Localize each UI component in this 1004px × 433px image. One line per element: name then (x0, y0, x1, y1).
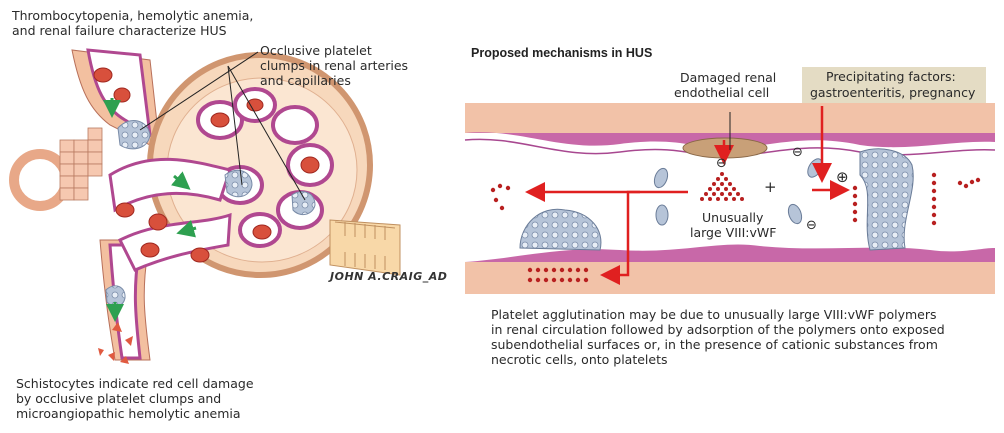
factors-line-2: gastroenteritis, pregnancy (810, 85, 976, 100)
occlusive-label-line-2: clumps in renal arteries (260, 58, 409, 73)
glomerulus-illustration (9, 48, 401, 364)
damaged-label-line-1: Damaged renal (680, 70, 777, 85)
occlusive-label-line-3: and capillaries (260, 73, 351, 88)
tubule-cells (9, 127, 103, 211)
artist-signature: JOHN A.CRAIG_AD (330, 270, 448, 283)
pointer-lines (139, 51, 306, 201)
bottom-caption-line-2: by occlusive platelet clumps and (16, 391, 222, 406)
mechanism-caption-line-4: necrotic cells, onto platelets (491, 352, 668, 367)
proximal-tubule (329, 219, 401, 276)
schistocytes (98, 322, 133, 364)
mechanism-caption-line-2: in renal circulation followed by adsorpt… (491, 322, 945, 337)
vwf-multimers (490, 172, 981, 283)
top-caption-line-1: Thrombocytopenia, hemolytic anemia, (12, 8, 254, 23)
mechanisms-heading: Proposed mechanisms in HUS (471, 46, 653, 60)
damaged-minus-icon: ⊖ (716, 156, 727, 171)
damaged-label-line-2: endothelial cell (674, 85, 770, 100)
bottom-caption-line-3: microangiopathic hemolytic anemia (16, 406, 241, 421)
vessel-platelet-clumps (519, 148, 914, 251)
top-caption-line-2: and renal failure characterize HUS (12, 23, 227, 38)
mechanism-arrows (525, 106, 850, 285)
platelet-clumps (105, 120, 316, 307)
mechanism-caption-line-3: subendothelial surfaces or, in the prese… (491, 337, 938, 352)
red-blood-cells (93, 67, 320, 263)
bottom-caption-line-1: Schistocytes indicate red cell damage (16, 376, 254, 391)
cationic-plus-icon: ⊕ (836, 168, 849, 186)
precipitating-factors-box: Precipitating factors: gastroenteritis, … (802, 67, 986, 103)
plus-sign: + (764, 178, 777, 196)
vwf-label-line-2: large VIII:vWF (690, 225, 777, 240)
platelet-minus-icon-2: ⊖ (806, 218, 817, 233)
vessel-mechanism (464, 103, 996, 294)
factors-line-1: Precipitating factors: (826, 69, 956, 84)
vwf-label-line-1: Unusually (702, 210, 764, 225)
platelet-minus-icon-1: ⊖ (792, 145, 803, 160)
flow-arrows (103, 98, 197, 322)
mechanism-caption-line-1: Platelet agglutination may be due to unu… (491, 307, 937, 322)
occlusive-label-line-1: Occlusive platelet (260, 43, 372, 58)
